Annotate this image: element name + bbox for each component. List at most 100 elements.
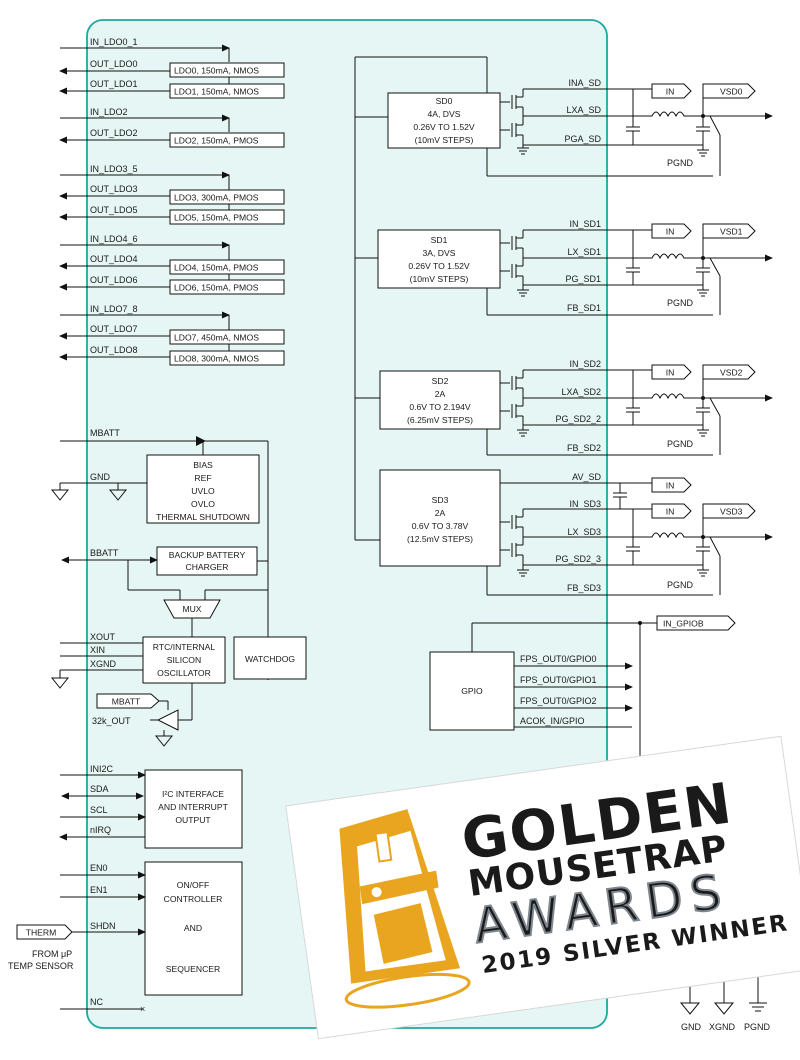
backup-charger-line2: CHARGER (186, 562, 229, 572)
power-management-section: MBATT BIAS REF UVLO OVLO THERMAL SHUTDOW… (50, 428, 307, 747)
sd3-vout-tag: VSD3 (720, 507, 743, 517)
sd1-vout-tag: VSD1 (720, 227, 743, 237)
pin-gnd: GND (90, 472, 111, 482)
sd0-in-tag: IN (666, 87, 675, 97)
pin-en1: EN1 (90, 885, 108, 895)
sd3-line4: (12.5mV STEPS) (407, 534, 473, 544)
bias-line1: BIAS (193, 460, 213, 470)
sd2-vout-tag: VSD2 (720, 368, 743, 378)
mbatt-buffer-label: MBATT (112, 697, 141, 707)
pin-out-ldo5: OUT_LDO5 (90, 205, 138, 215)
backup-charger-line1: BACKUP BATTERY (169, 550, 246, 560)
onoff-line4: SEQUENCER (166, 964, 220, 974)
ldo7-block: LDO7, 450mA, NMOS (174, 333, 259, 343)
sd0-regulator: SD0 4A, DVS 0.26V TO 1.52V (10mV STEPS) … (387, 78, 773, 177)
ldo3-block: LDO3, 300mA, PMOS (174, 193, 259, 203)
rtc-line3: OSCILLATOR (157, 668, 211, 678)
ldo4-block: LDO4, 150mA, PMOS (174, 263, 259, 273)
sd2-pin-in: IN_SD2 (569, 359, 601, 369)
ldo2-block: LDO2, 150mA, PMOS (174, 136, 259, 146)
ldo5-block: LDO5, 150mA, PMOS (174, 213, 259, 223)
sd1-line4: (10mV STEPS) (410, 274, 469, 284)
sd0-pgnd: PGND (667, 158, 694, 168)
sd3-pin-lx: LX_SD3 (567, 527, 601, 537)
sd1-pin-in: IN_SD1 (569, 219, 601, 229)
ldo6-block: LDO6, 150mA, PMOS (174, 283, 259, 293)
pin-nirq: nIRQ (90, 825, 111, 835)
sd1-pgnd: PGND (667, 298, 694, 308)
sd1-pin-pg: PG_SD1 (565, 274, 601, 284)
from-up-label: FROM μP (32, 949, 72, 959)
pin-out-ldo8: OUT_LDO8 (90, 345, 138, 355)
gpio-pin-1: FPS_OUT0/GPIO1 (520, 675, 597, 685)
sd2-pgnd: PGND (667, 439, 694, 449)
bias-line5: THERMAL SHUTDOWN (156, 512, 250, 522)
onoff-line1: ON/OFF (177, 880, 209, 890)
pin-mbatt: MBATT (90, 428, 120, 438)
rtc-line2: SILICON (167, 655, 201, 665)
pin-in-ldo4-6: IN_LDO4_6 (90, 234, 138, 244)
sd2-in-tag: IN (666, 368, 675, 378)
sd1-pin-fb: FB_SD1 (567, 303, 601, 313)
ldo8-block: LDO8, 300mA, NMOS (174, 354, 259, 364)
pin-in-ldo7-8: IN_LDO7_8 (90, 304, 138, 314)
sd1-pin-lx: LX_SD1 (567, 247, 601, 257)
sd3-in-tag: IN (666, 507, 675, 517)
i2c-section: I²C INTERFACE AND INTERRUPT OUTPUT INI2C… (59, 764, 243, 849)
pin-out-ldo6: OUT_LDO6 (90, 275, 138, 285)
temp-sensor-label: TEMP SENSOR (8, 961, 74, 971)
sd0-line1: SD0 (436, 96, 453, 106)
i2c-line2: AND INTERRUPT (158, 802, 228, 812)
pin-out-ldo2: OUT_LDO2 (90, 128, 138, 138)
sd0-pin-pg: PGA_SD (564, 134, 601, 144)
pin-shdn: SHDN (90, 921, 116, 931)
sd2-line4: (6.25mV STEPS) (407, 415, 473, 425)
sd3-line2: 2A (435, 508, 446, 518)
bias-line3: UVLO (191, 486, 215, 496)
legend-pgnd: PGND (744, 1022, 771, 1032)
bias-line2: REF (194, 473, 211, 483)
sd0-pin-in: INA_SD (568, 78, 601, 88)
watchdog-block: WATCHDOG (245, 654, 295, 664)
bias-line4: OVLO (191, 499, 215, 509)
sd3-line3: 0.6V TO 3.78V (412, 521, 469, 531)
sd3-line1: SD3 (432, 495, 449, 505)
sd0-line4: (10mV STEPS) (415, 135, 474, 145)
ldo-section: IN_LDO0_1 OUT_LDO0 LDO0, 150mA, NMOS OUT… (59, 37, 285, 366)
ground-legend: GND XGND PGND (679, 974, 771, 1032)
sd3-pin-av: AV_SD (572, 472, 601, 482)
therm-label: THERM (26, 928, 57, 938)
sd1-line2: 3A, DVS (423, 248, 456, 258)
onoff-line3: AND (184, 923, 202, 933)
sd2-pin-pg: PG_SD2_2 (555, 414, 601, 424)
sd3-av-in-tag: IN (666, 481, 675, 491)
rtc-line1: RTC/INTERNAL (153, 642, 216, 652)
pin-bbatt: BBATT (90, 548, 119, 558)
pin-nc: NC (90, 997, 103, 1007)
legend-gnd: GND (681, 1022, 702, 1032)
ldo0-block: LDO0, 150mA, NMOS (174, 66, 259, 76)
pin-xin: XIN (90, 645, 105, 655)
pin-in-ldo2: IN_LDO2 (90, 107, 128, 117)
i2c-line3: OUTPUT (175, 815, 211, 825)
pin-32k-out: 32k_OUT (92, 716, 131, 726)
sd2-line2: 2A (435, 389, 446, 399)
sd0-line3: 0.26V TO 1.52V (413, 122, 475, 132)
sd0-pin-lx: LXA_SD (566, 105, 601, 115)
sd3-regulator: SD3 2A 0.6V TO 3.78V (12.5mV STEPS) AV_S… (379, 469, 773, 596)
pin-sda: SDA (90, 784, 109, 794)
pin-out-ldo1: OUT_LDO1 (90, 79, 138, 89)
sd3-pin-fb: FB_SD3 (567, 583, 601, 593)
sd2-pin-fb: FB_SD2 (567, 443, 601, 453)
sd3-pgnd: PGND (667, 580, 694, 590)
onoff-section: ON/OFF CONTROLLER AND SEQUENCER EN0 EN1 … (8, 861, 243, 1014)
sd0-line2: 4A, DVS (428, 109, 461, 119)
legend-xgnd: XGND (709, 1022, 736, 1032)
sd1-line3: 0.26V TO 1.52V (408, 261, 470, 271)
nc-cross: × (140, 1004, 145, 1014)
pin-scl: SCL (90, 805, 108, 815)
sd1-regulator: SD1 3A, DVS 0.26V TO 1.52V (10mV STEPS) … (377, 219, 773, 316)
sd2-regulator: SD2 2A 0.6V TO 2.194V (6.25mV STEPS) IN_… (379, 359, 773, 456)
